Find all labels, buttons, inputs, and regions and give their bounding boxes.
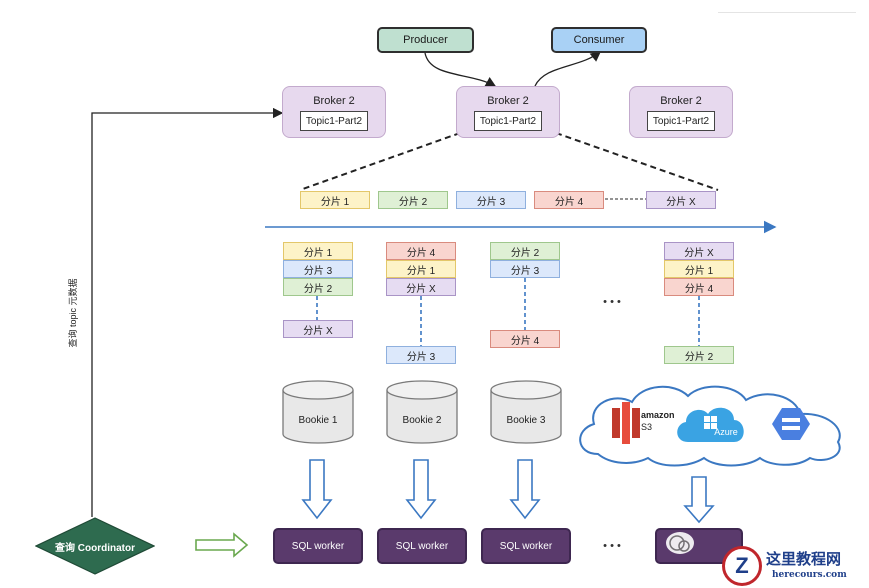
bookie-segment: 分片 1 xyxy=(386,260,456,278)
azure-label-text: Azure xyxy=(714,427,738,437)
bookie-label: Bookie 1 xyxy=(298,414,338,426)
bookie-segment: 分片 3 xyxy=(283,260,353,278)
ellipsis: • • • xyxy=(603,540,621,552)
bookie-segment: 分片 1 xyxy=(283,242,353,260)
broker-title: Broker 2 xyxy=(487,95,529,107)
bookie-segment: 分片 4 xyxy=(490,330,560,348)
cloud-storage-icon xyxy=(579,385,841,467)
bookie-segment: 分片 X xyxy=(664,242,734,260)
bookie-segment: 分片 2 xyxy=(283,278,353,296)
broker-topic: Topic1-Part2 xyxy=(474,111,542,131)
broker-box-2: Broker 2 Topic1-Part2 xyxy=(456,86,560,138)
ellipsis: • • • xyxy=(603,296,621,308)
producer-box: Producer xyxy=(377,27,474,53)
segment-row-item: 分片 X xyxy=(646,191,716,209)
broker-topic: Topic1-Part2 xyxy=(300,111,368,131)
broker-box-1: Broker 2 Topic1-Part2 xyxy=(282,86,386,138)
coordinator-diamond xyxy=(35,517,155,575)
bookie-segment: 分片 1 xyxy=(664,260,734,278)
segment-row-item: 分片 1 xyxy=(300,191,370,209)
top-rule xyxy=(718,12,856,13)
watermark-site: herecours.com xyxy=(772,570,847,580)
google-storage-icon xyxy=(772,408,810,440)
broker-topic: Topic1-Part2 xyxy=(647,111,715,131)
s3-brand-text: amazon xyxy=(641,410,675,420)
consumer-label: Consumer xyxy=(573,34,625,46)
consumer-box: Consumer xyxy=(551,27,647,53)
bookie-segment: 分片 2 xyxy=(664,346,734,364)
sql-worker-box: SQL worker xyxy=(273,528,363,564)
bookie-cylinder-2 xyxy=(386,380,458,444)
producer-label: Producer xyxy=(403,34,448,46)
sql-worker-box: SQL worker xyxy=(377,528,467,564)
bookie-segment: 分片 4 xyxy=(664,278,734,296)
bookie-segment: 分片 3 xyxy=(386,346,456,364)
wechat-icon xyxy=(666,532,694,554)
azure-icon xyxy=(677,407,744,442)
bookie-label: Bookie 3 xyxy=(506,414,546,426)
amazon-s3-icon xyxy=(612,402,640,444)
metadata-query-label: 查询 topic 元数据 xyxy=(67,278,78,348)
bookie-segment: 分片 4 xyxy=(386,242,456,260)
watermark-brand: 这里教程网 xyxy=(766,550,842,568)
bookie-cylinder-3 xyxy=(490,380,562,444)
segment-row-item: 分片 2 xyxy=(378,191,448,209)
coordinator-label: 查询 Coordinator xyxy=(55,542,135,554)
sql-worker-box: SQL worker xyxy=(481,528,571,564)
bookie-segment: 分片 X xyxy=(283,320,353,338)
segment-row-item: 分片 4 xyxy=(534,191,604,209)
broker-box-3: Broker 2 Topic1-Part2 xyxy=(629,86,733,138)
bookie-segment: 分片 X xyxy=(386,278,456,296)
bookie-segment: 分片 2 xyxy=(490,242,560,260)
broker-title: Broker 2 xyxy=(660,95,702,107)
broker-title: Broker 2 xyxy=(313,95,355,107)
segment-row-item: 分片 3 xyxy=(456,191,526,209)
bookie-cylinder-1 xyxy=(282,380,354,444)
bookie-segment: 分片 3 xyxy=(490,260,560,278)
watermark-logo: Z xyxy=(722,546,762,586)
s3-label-text: S3 xyxy=(641,422,653,432)
bookie-label: Bookie 2 xyxy=(402,414,442,426)
